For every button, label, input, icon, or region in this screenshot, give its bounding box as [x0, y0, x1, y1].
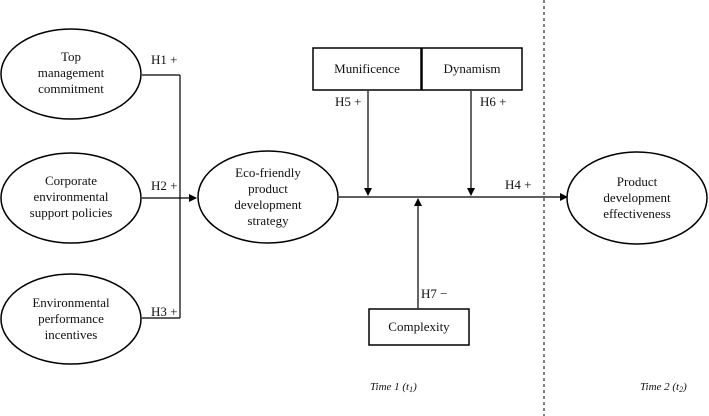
node-corporate-environmental-support-policies: Corporate environmental support policies: [0, 152, 142, 244]
time-1-label-main: Time 1 (t: [370, 381, 410, 393]
node-product-development-effectiveness: Product development effectiveness: [566, 151, 708, 245]
hypothesis-label-h6: H6 +: [480, 94, 506, 109]
node-line: Top: [61, 49, 81, 64]
node-line: Environmental: [32, 295, 110, 310]
time-1-label-close: ): [412, 381, 417, 393]
hypothesis-label-h5: H5 +: [335, 94, 361, 109]
time-1-label: Time 1 (t1): [370, 381, 417, 394]
time-2-label-close: ): [682, 381, 687, 393]
node-line: Corporate: [45, 173, 97, 188]
hypothesis-label-h2: H2 +: [151, 178, 177, 193]
time-2-label: Time 2 (t2): [640, 381, 687, 394]
node-line: development: [234, 197, 302, 212]
hypothesis-label-h3: H3 +: [151, 304, 177, 319]
node-label: Complexity: [388, 319, 450, 334]
node-line: Product: [617, 174, 658, 189]
node-label: Dynamism: [443, 61, 500, 76]
node-top-management-commitment: Top management commitment: [0, 28, 142, 120]
node-line: management: [38, 65, 105, 80]
hypothesis-label-h7: H7 −: [421, 286, 447, 301]
node-eco-friendly-product-development-strategy: Eco-friendly product development strateg…: [197, 150, 339, 244]
hypothesis-label-h4: H4 +: [505, 177, 531, 192]
time-2-label-main: Time 2 (t: [640, 381, 680, 393]
node-line: development: [603, 190, 671, 205]
node-line: performance: [38, 311, 104, 326]
node-line: commitment: [38, 81, 104, 96]
node-munificence: Munificence: [312, 47, 422, 91]
node-line: incentives: [45, 327, 98, 342]
node-line: product: [248, 181, 288, 196]
node-line: environmental: [33, 189, 108, 204]
time-1-label-subscript: 1: [409, 385, 413, 394]
node-line: strategy: [247, 213, 289, 228]
node-dynamism: Dynamism: [421, 47, 523, 91]
time-2-label-subscript: 2: [679, 385, 683, 394]
hypothesis-label-h1: H1 +: [151, 52, 177, 67]
node-label: Munificence: [334, 61, 400, 76]
node-line: effectiveness: [603, 206, 671, 221]
node-line: Eco-friendly: [235, 165, 301, 180]
node-environmental-performance-incentives: Environmental performance incentives: [0, 273, 142, 365]
node-complexity: Complexity: [368, 308, 470, 346]
node-line: support policies: [30, 205, 113, 220]
